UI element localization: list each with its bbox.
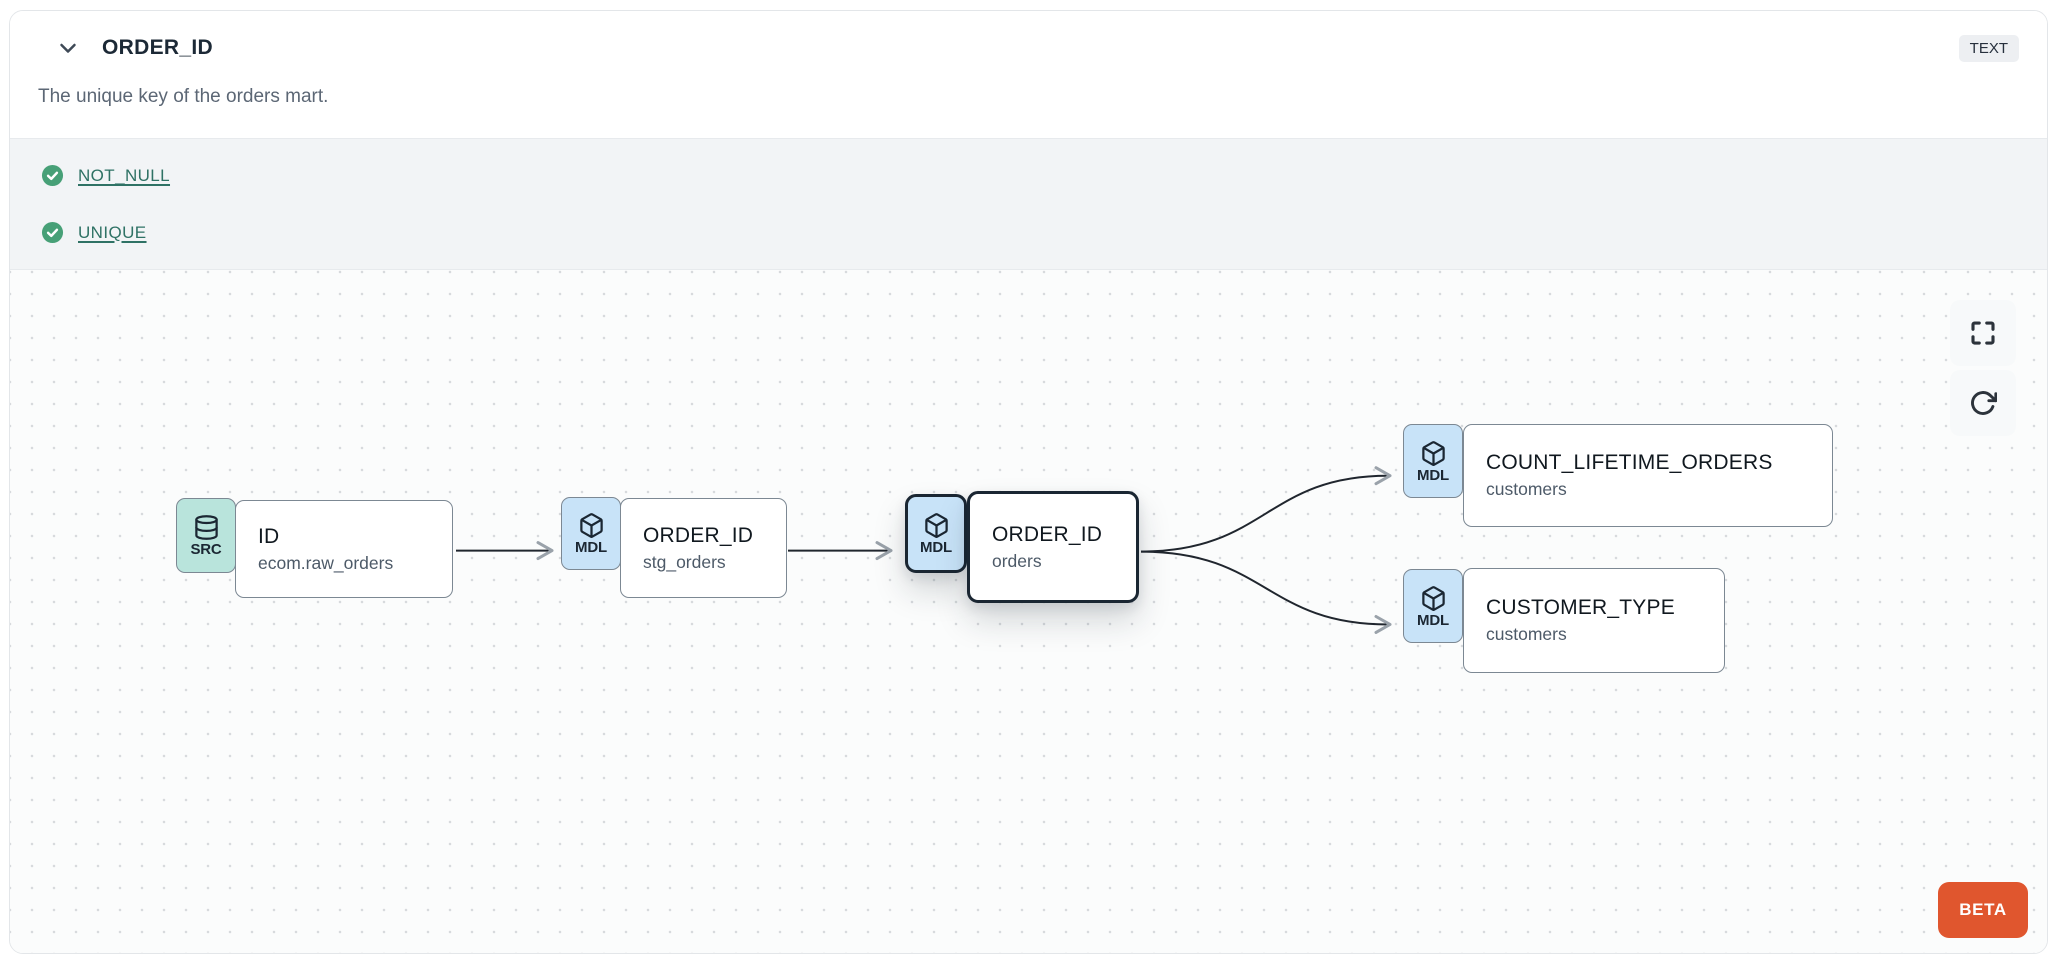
node-title: COUNT_LIFETIME_ORDERS	[1486, 451, 1773, 475]
tests-section: NOT_NULL UNIQUE	[10, 138, 2047, 270]
type-badge: TEXT	[1958, 34, 2019, 62]
node-kind-label: MDL	[575, 539, 607, 556]
cube-icon	[1420, 585, 1447, 612]
node-title: CUSTOMER_TYPE	[1486, 596, 1675, 620]
edge-orders-to-count-lifetime-orders	[1140, 466, 1392, 553]
node-kind-label: MDL	[1417, 466, 1449, 484]
node-subtitle: orders	[992, 550, 1042, 571]
node-title: ORDER_ID	[992, 522, 1103, 546]
database-icon	[193, 514, 220, 541]
edge-orders-to-customer-type	[1140, 550, 1392, 634]
node-subtitle: stg_orders	[643, 551, 726, 572]
node-subtitle: customers	[1486, 624, 1567, 645]
check-circle-icon	[41, 164, 64, 187]
chevron-down-icon[interactable]	[54, 34, 82, 62]
refresh-button[interactable]	[1950, 370, 2016, 436]
lineage-edges	[456, 466, 1392, 634]
lineage-node-customer-type[interactable]: CUSTOMER_TYPE customers	[1463, 568, 1725, 673]
lineage-node-order-id-stg-orders[interactable]: ORDER_ID stg_orders	[620, 498, 787, 598]
node-kind-label: MDL	[920, 539, 952, 556]
test-row: UNIQUE	[41, 219, 2047, 246]
node-title: ID	[258, 524, 280, 548]
cube-icon	[923, 512, 950, 539]
column-description: The unique key of the orders mart.	[38, 86, 329, 107]
node-tab-mdl[interactable]: MDL	[1403, 424, 1463, 498]
header-title-row: ORDER_ID TEXT	[38, 34, 2019, 62]
test-link-unique[interactable]: UNIQUE	[78, 222, 147, 242]
lineage-node-id-raw-orders[interactable]: ID ecom.raw_orders	[235, 500, 453, 598]
column-details-card: ORDER_ID TEXT The unique key of the orde…	[9, 10, 2048, 954]
check-circle-icon	[41, 221, 64, 244]
test-row: NOT_NULL	[41, 162, 2047, 189]
lineage-node-order-id-orders-selected[interactable]: ORDER_ID orders	[967, 491, 1139, 603]
node-tab-mdl[interactable]: MDL	[561, 497, 621, 570]
node-tab-src[interactable]: SRC	[176, 498, 236, 573]
node-kind-label: SRC	[190, 541, 222, 558]
node-tab-mdl-selected[interactable]: MDL	[905, 494, 967, 573]
cube-icon	[578, 512, 605, 539]
node-kind-label: MDL	[1417, 611, 1449, 629]
cube-icon	[1420, 440, 1447, 467]
node-title: ORDER_ID	[643, 523, 754, 547]
node-tab-mdl[interactable]: MDL	[1403, 569, 1463, 643]
node-subtitle: ecom.raw_orders	[258, 552, 394, 573]
lineage-canvas[interactable]: SRC ID ecom.raw_orders MDL ORDER_ID stg_…	[10, 270, 2047, 953]
beta-badge: BETA	[1938, 882, 2028, 938]
fullscreen-button[interactable]	[1950, 300, 2016, 366]
node-subtitle: customers	[1486, 479, 1567, 500]
fullscreen-icon	[1968, 318, 1998, 348]
test-link-not-null[interactable]: NOT_NULL	[78, 165, 171, 185]
lineage-node-count-lifetime-orders[interactable]: COUNT_LIFETIME_ORDERS customers	[1463, 424, 1833, 527]
refresh-icon	[1969, 389, 1997, 417]
header: ORDER_ID TEXT The unique key of the orde…	[10, 11, 2047, 138]
column-title: ORDER_ID	[102, 36, 213, 59]
